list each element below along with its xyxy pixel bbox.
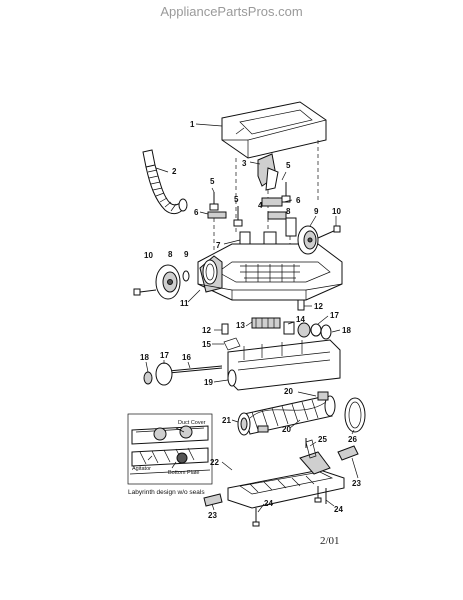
callout-19: 19: [204, 378, 213, 387]
axle-assembly: [143, 324, 332, 386]
rear-wheel-left: [133, 264, 190, 300]
callout-10b: 10: [144, 251, 153, 260]
bottom-fasteners: [203, 438, 359, 527]
drive-belt: [344, 397, 366, 433]
callout-18b: 18: [140, 353, 149, 362]
callout-20b: 20: [282, 425, 291, 434]
callout-5c: 5: [286, 161, 291, 170]
latch-part-3: [257, 153, 279, 240]
callout-3: 3: [242, 159, 247, 168]
inset-duct-cover-label: Duct Cover: [178, 420, 206, 426]
callout-25: 25: [318, 435, 327, 444]
callout-18a: 18: [342, 326, 351, 335]
callout-24a: 24: [264, 499, 273, 508]
callout-20a: 20: [284, 387, 293, 396]
callout-12a: 12: [314, 302, 323, 311]
callout-23a: 23: [352, 479, 361, 488]
site-watermark: AppliancePartsPros.com: [160, 4, 303, 19]
callout-15: 15: [202, 340, 211, 349]
callout-11: 11: [180, 299, 189, 308]
callout-10a: 10: [332, 207, 341, 216]
callout-8a: 8: [286, 207, 291, 216]
callout-9b: 9: [184, 250, 189, 259]
middle-fasteners: [221, 299, 322, 351]
callout-6a: 6: [194, 208, 199, 217]
revision-date: 2/01: [320, 535, 340, 547]
callout-22: 22: [210, 458, 219, 467]
callout-17b: 17: [160, 351, 169, 360]
callout-labels: 1 2 3 4 5 5 5 6 6 7 8 8 9 9 10 10 11 12 …: [140, 120, 361, 520]
callout-16: 16: [182, 353, 191, 362]
callout-23b: 23: [208, 511, 217, 520]
callout-6b: 6: [296, 196, 301, 205]
hose-part: [142, 149, 188, 215]
leader-lines: [145, 123, 359, 513]
callout-4: 4: [258, 201, 263, 210]
inset-agitator-label: Agitator: [132, 466, 151, 472]
nozzle-housing-part: [227, 339, 341, 391]
callout-5b: 5: [234, 195, 239, 204]
callout-9a: 9: [314, 207, 319, 216]
callout-17a: 17: [330, 311, 339, 320]
inset-labels: Duct Cover Agitator Bottom Plate Labyrin…: [128, 420, 206, 496]
base-housing-part: [197, 243, 343, 301]
inset-bottom-plate-label: Bottom Plate: [168, 470, 200, 476]
callout-21: 21: [222, 416, 231, 425]
callout-12b: 12: [202, 326, 211, 335]
rear-wheel-right: [297, 225, 341, 255]
hood-top-part: [221, 101, 327, 235]
callout-13: 13: [236, 321, 245, 330]
callout-7: 7: [216, 241, 221, 250]
bottom-plate-part: [227, 439, 345, 509]
callout-2: 2: [172, 167, 177, 176]
callout-14: 14: [296, 315, 305, 324]
callout-5a: 5: [210, 177, 215, 186]
agitator-brush-roll: [237, 391, 336, 436]
callout-1: 1: [190, 120, 195, 129]
inset-caption: Labyrinth design w/o seals: [128, 489, 205, 496]
inset-detail: [127, 413, 213, 485]
callout-24b: 24: [334, 505, 343, 514]
callout-26: 26: [348, 435, 357, 444]
callout-8b: 8: [168, 250, 173, 259]
